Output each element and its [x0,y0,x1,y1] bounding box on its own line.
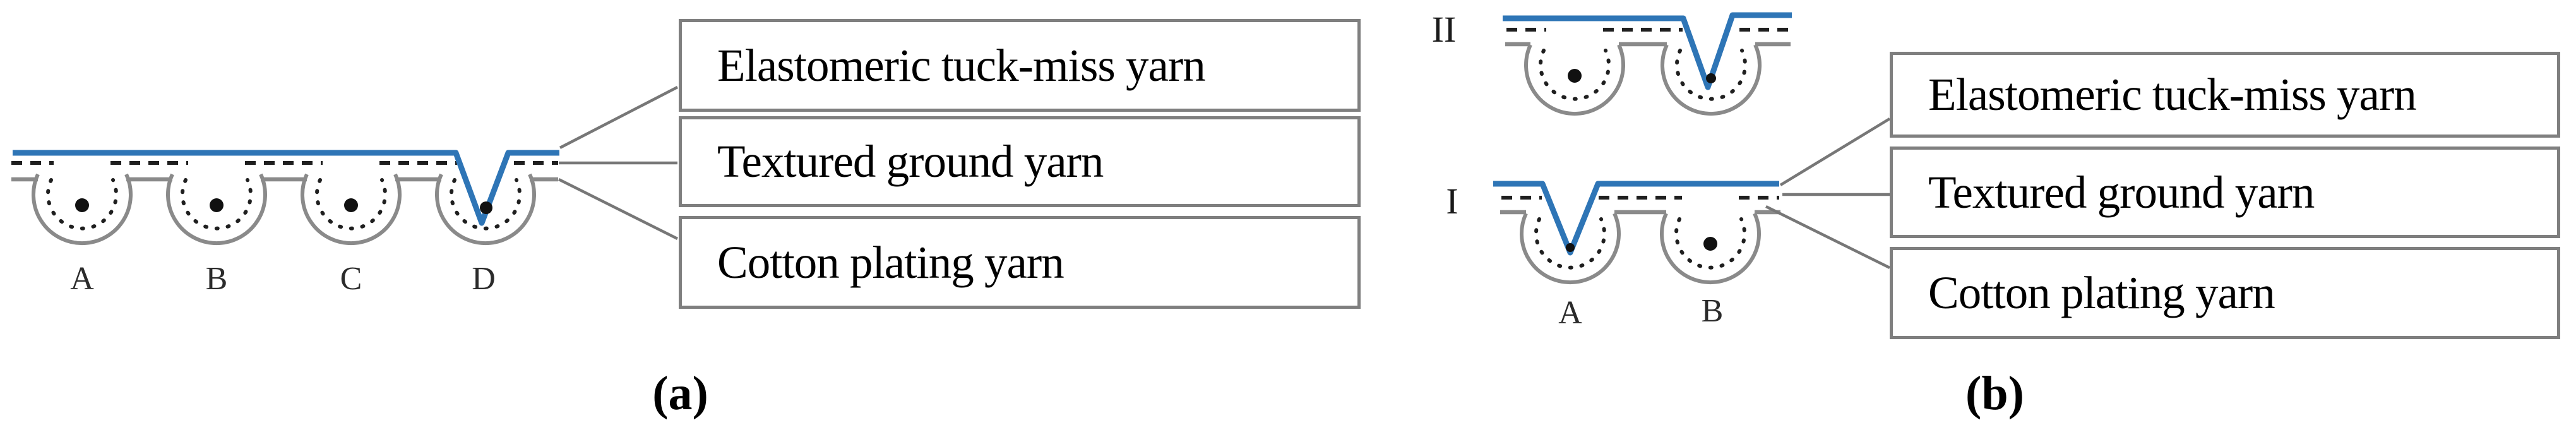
elastomeric-yarn-line-b2 [1503,12,1792,90]
course-label-i: I [1446,181,1458,222]
panel-b-course-1-drawing: I A B [1446,117,1891,331]
legend-item-elastomeric-a: Elastomeric tuck-miss yarn [679,19,1361,112]
stitch-dot-c [344,198,358,212]
loop-label-b-b: B [1702,293,1724,329]
loop-label-b: B [206,261,228,297]
legend-item-plating-b: Cotton plating yarn [1890,247,2560,339]
course-label-ii: II [1432,9,1457,50]
legend-item-elastomeric-b: Elastomeric tuck-miss yarn [1890,52,2560,138]
loop-label-b-a: A [1558,295,1582,331]
stitch-dot-b1-2 [1703,237,1717,251]
cotton-plating-loop-outlines-b2 [1524,44,1762,116]
stitch-dot-d [480,201,492,214]
textured-ground-loop-inners-a [46,178,522,230]
legend-item-label: Elastomeric tuck-miss yarn [1928,69,2417,120]
legend-leader-lines-a [558,86,679,241]
legend-item-label: Elastomeric tuck-miss yarn [717,39,1206,91]
textured-ground-loop-inners-b1 [1534,217,1746,270]
legend-item-label: Textured ground yarn [1928,166,2315,218]
loop-label-d: D [472,261,496,297]
cotton-plating-loop-outlines-a [32,173,536,245]
legend-leader-lines-b [1765,117,1891,270]
loop-label-a: A [70,261,94,297]
legend-item-ground-a: Textured ground yarn [679,116,1361,207]
legend-item-label: Cotton plating yarn [717,236,1064,288]
elastomeric-yarn-line-b1 [1493,181,1779,256]
loop-label-c: C [340,261,362,297]
stitch-dot-a [75,198,89,212]
panel-b-course-2-drawing: II [1432,9,1792,116]
panel-b-caption: (b) [1965,367,2024,420]
panel-a-drawing: A B C D [11,86,679,297]
textured-ground-loop-inners-b2 [1539,49,1747,101]
legend-item-label: Textured ground yarn [717,136,1104,187]
stitch-dot-b2-2 [1706,73,1716,83]
stitch-dot-b [210,198,224,212]
cotton-plating-loop-outlines-b1 [1520,212,1761,284]
panel-a-caption: (a) [652,367,708,420]
elastomeric-yarn-line-a [13,150,559,226]
stitch-dot-b2-1 [1568,69,1582,83]
stitch-dot-b1-1 [1566,243,1575,252]
legend-item-plating-a: Cotton plating yarn [679,216,1361,309]
legend-item-label: Cotton plating yarn [1928,267,2275,318]
legend-item-ground-b: Textured ground yarn [1890,147,2560,238]
